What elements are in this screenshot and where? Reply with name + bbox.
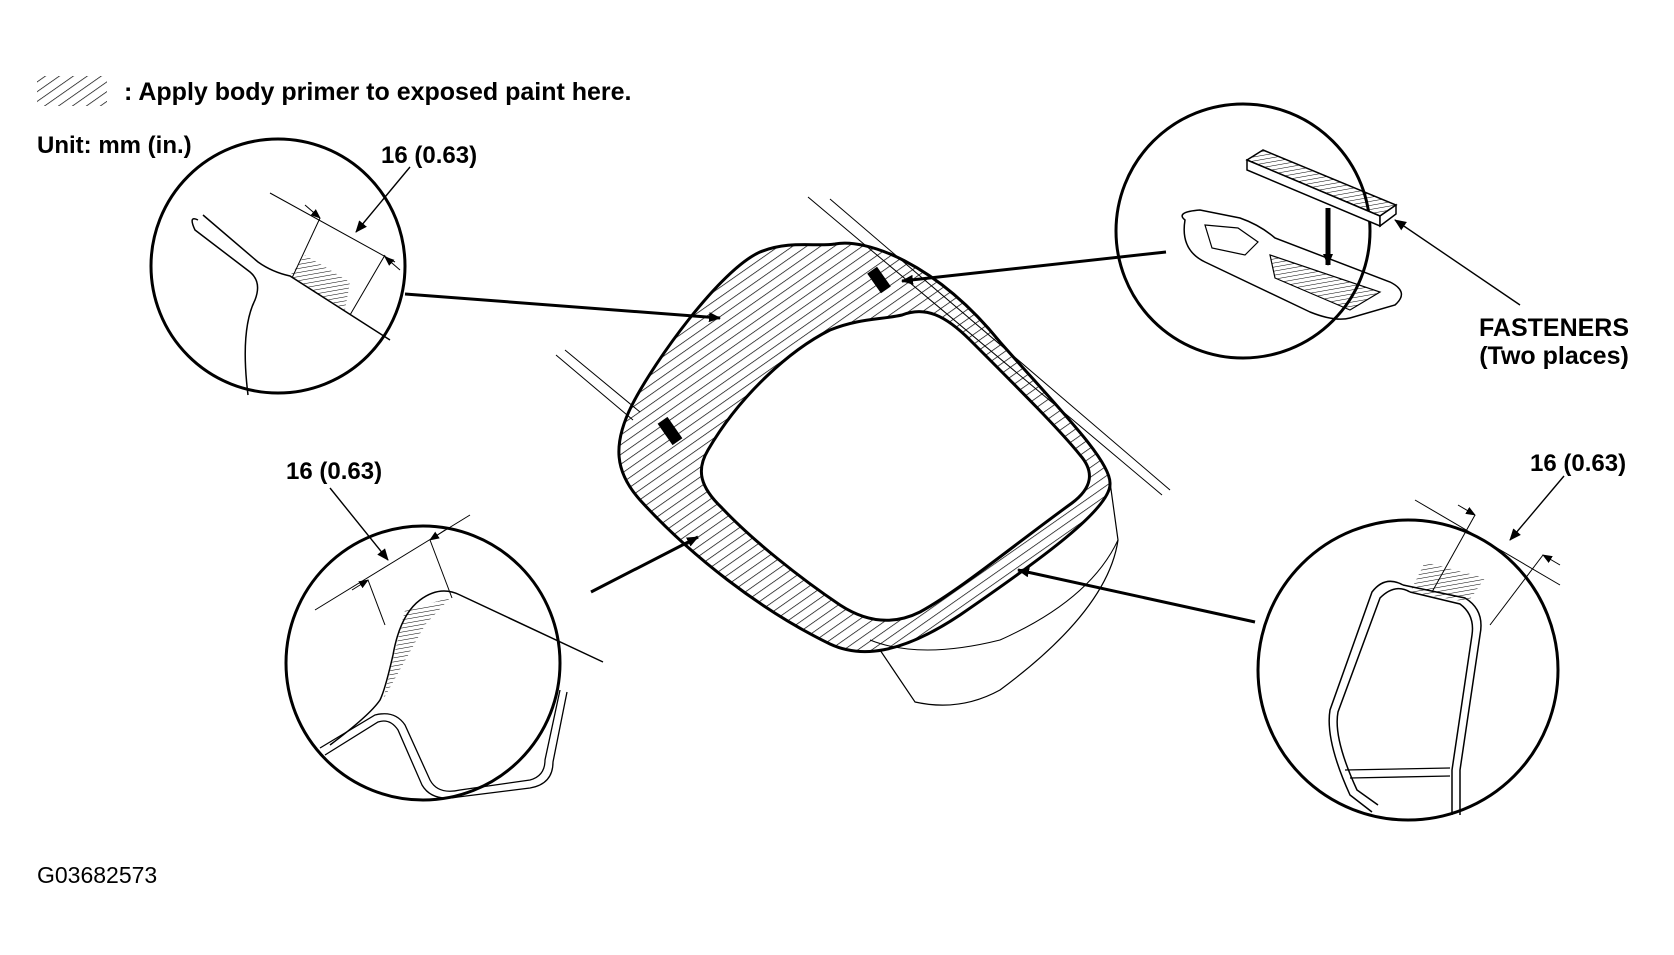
detail-circle-fasteners [1114,102,1521,360]
fastener-marker [867,266,891,294]
detail-circle-mid-left [284,487,604,802]
window-frame-hatched [617,241,1112,654]
legend-hatch-swatch [37,76,107,106]
dimension-label-top-left: 16 (0.63) [381,142,478,169]
fasteners-subtitle: (Two places) [1479,342,1629,370]
leader-arrow-top-left [404,292,721,323]
fastener-marker [657,416,683,446]
unit-label: Unit: mm (in.) [37,132,192,159]
leader-arrow-mid-left [590,535,699,594]
fastener-block [1245,149,1398,228]
legend-text: : Apply body primer to exposed paint her… [124,78,632,106]
dimension-label-right: 16 (0.63) [1530,450,1627,477]
detail-circle-right [1256,475,1565,822]
figure-id: G03682573 [37,862,158,888]
dimension-label-mid-left: 16 (0.63) [286,458,383,485]
detail-circle-top-left [149,137,411,396]
fasteners-label: FASTENERS (Two places) [1479,314,1629,370]
fasteners-title: FASTENERS [1479,314,1630,342]
leader-arrow-fasteners [901,250,1167,285]
leader-arrow-right [1017,567,1256,624]
